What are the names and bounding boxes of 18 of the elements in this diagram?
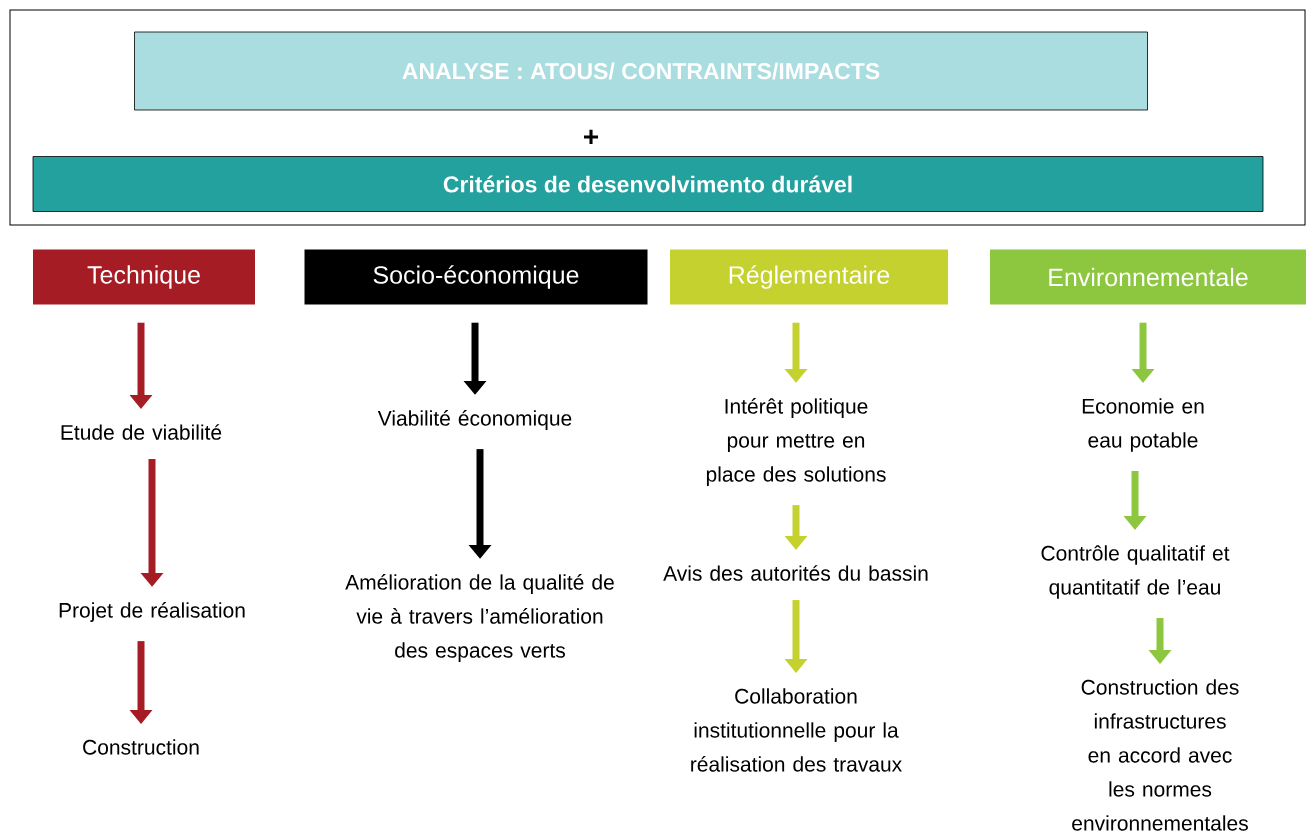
step-text: Intérêt politique pour mettre en place des solutions <box>706 398 886 486</box>
step-text: Amélioration de la qualité de vie à travers l’amélioration des espaces verts <box>345 574 614 662</box>
category-header: Réglementaire <box>670 249 948 305</box>
step-text: Contrôle qualitatif et quantitatif de l’eau <box>1041 545 1230 599</box>
step-text: Economie en eau potable <box>1082 398 1204 452</box>
step-text: Collaboration institutionnelle pour la réalisation des travaux <box>691 688 902 772</box>
category-header: Technique <box>33 249 255 305</box>
category-header: Environnementale <box>990 249 1306 305</box>
step-text: Etude de viabilité <box>61 424 222 440</box>
step-text: Avis des autorités du bassin <box>663 565 928 581</box>
step-text: Projet de réalisation <box>59 602 245 622</box>
plus-sign: + <box>584 129 599 144</box>
step-text: Construction des infrastructures en accord avec les normes environnementales <box>1072 679 1248 831</box>
step-text: Viabilité économique <box>377 410 572 430</box>
title-box: Critérios de desenvolvimento durável <box>32 156 1264 212</box>
category-header: Socio-économique <box>304 249 648 305</box>
title-box: ANALYSE : ATOUS/ CONTRAINTS/IMPACTS <box>134 31 1148 111</box>
step-text: Construction <box>83 739 199 755</box>
